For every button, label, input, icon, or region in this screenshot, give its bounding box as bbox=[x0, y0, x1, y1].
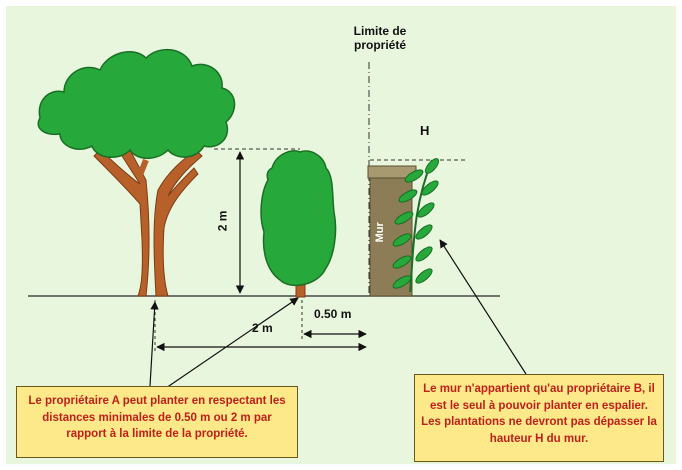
wall-label: Mur bbox=[373, 222, 386, 243]
distance-small-label: 0.50 m bbox=[314, 307, 352, 321]
right-note: Le mur n'appartient qu'au propriétaire B… bbox=[414, 374, 664, 462]
large-tree bbox=[37, 48, 236, 297]
espalier-vine bbox=[392, 158, 440, 293]
left-note-pointer-hedge bbox=[165, 297, 299, 389]
left-note-pointer-tree bbox=[149, 301, 159, 387]
hedge-height-label: 2 m bbox=[215, 210, 230, 232]
right-note-pointer-wall bbox=[439, 239, 527, 375]
left-note: Le propriétaire A peut planter en respec… bbox=[16, 386, 298, 458]
hedge-shrub bbox=[260, 150, 337, 298]
wall-height-label: H bbox=[420, 123, 430, 138]
boundary-label: Limite de propriété bbox=[353, 24, 407, 52]
distance-large-label: 2 m bbox=[252, 321, 273, 335]
